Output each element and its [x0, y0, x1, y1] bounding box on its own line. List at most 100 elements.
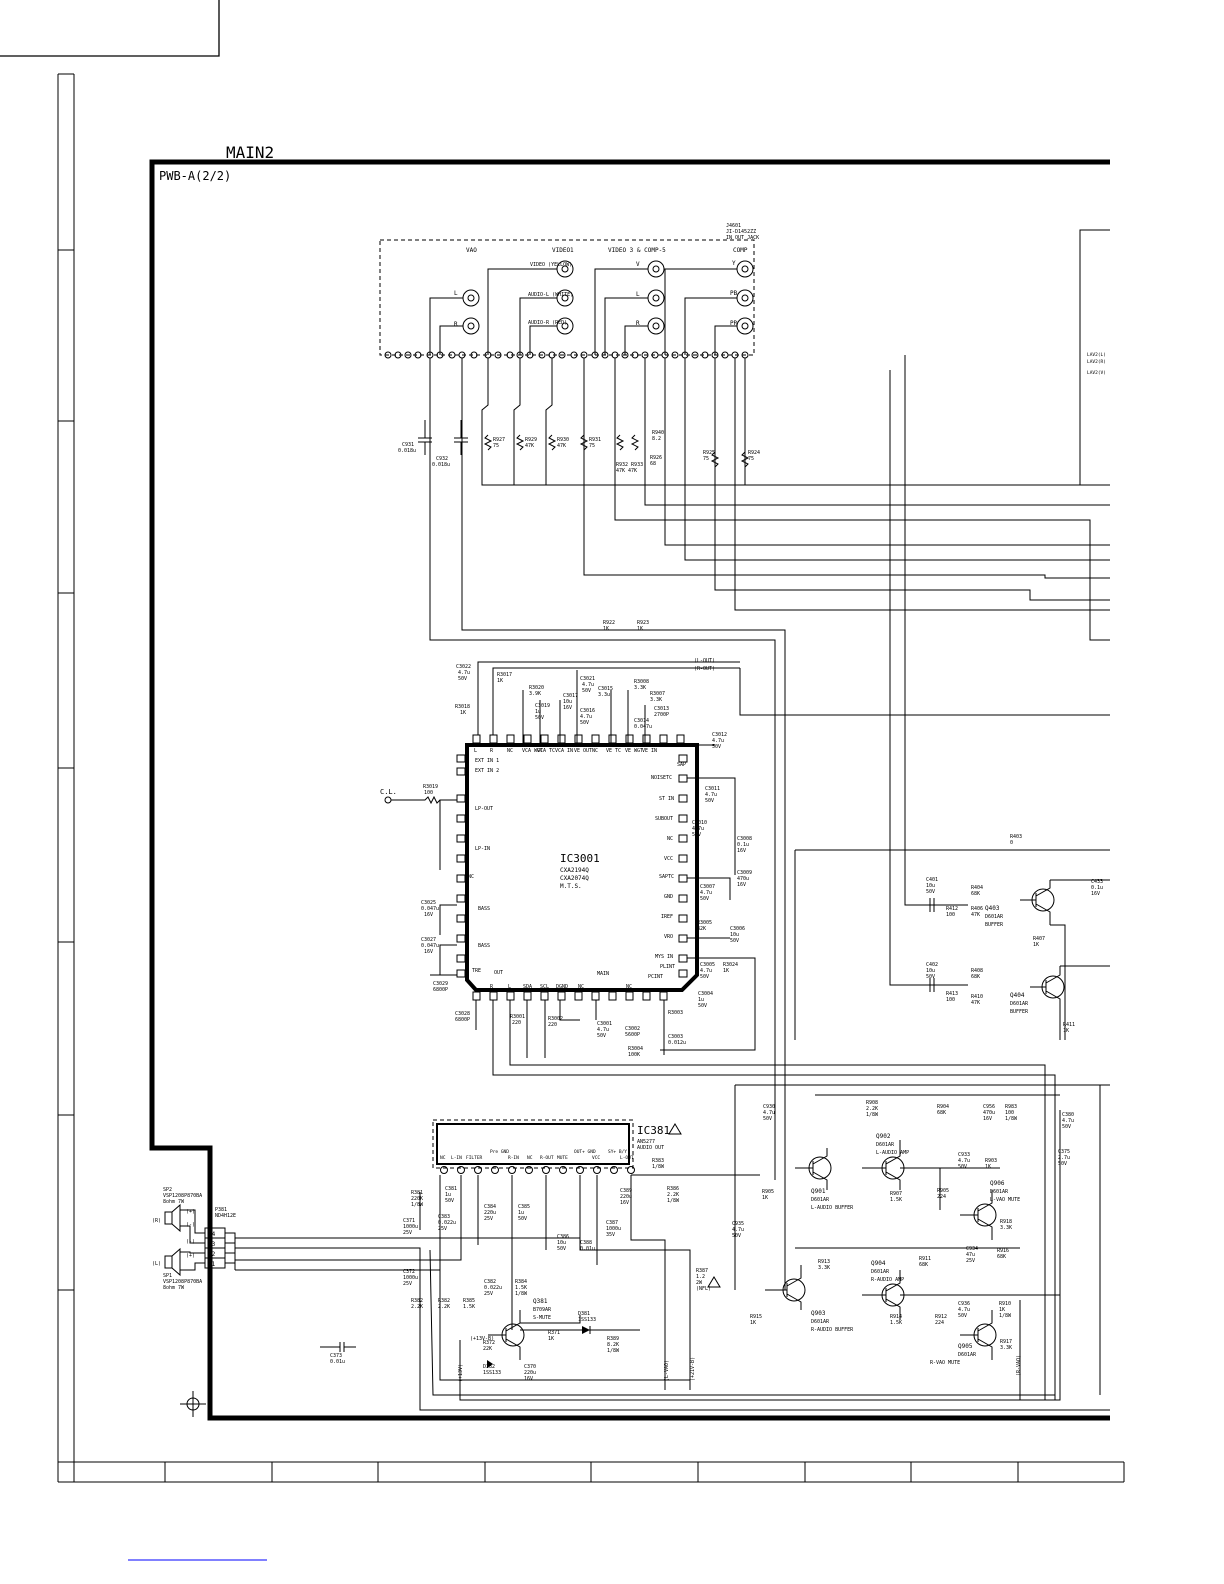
- svg-text:LP-IN: LP-IN: [475, 846, 490, 852]
- svg-text:C3028: C3028: [455, 1011, 470, 1017]
- svg-text:R910: R910: [999, 1301, 1011, 1307]
- svg-text:C3029: C3029: [433, 981, 448, 987]
- svg-text:1/8W: 1/8W: [607, 1348, 620, 1354]
- svg-text:6800P: 6800P: [433, 987, 448, 993]
- sp2-side: (R): [152, 1218, 161, 1224]
- svg-text:R983: R983: [1005, 1104, 1017, 1110]
- svg-text:C956: C956: [983, 1104, 995, 1110]
- svg-text:68K: 68K: [919, 1262, 928, 1268]
- svg-text:D382: D382: [483, 1364, 495, 1370]
- svg-text:C3003: C3003: [668, 1034, 683, 1040]
- svg-text:R905: R905: [762, 1189, 774, 1195]
- svg-text:47u: 47u: [966, 1252, 975, 1258]
- svg-text:R929: R929: [525, 437, 537, 443]
- svg-text:C933: C933: [958, 1152, 970, 1158]
- svg-text:1K: 1K: [460, 710, 466, 716]
- svg-text:C3021: C3021: [580, 676, 595, 682]
- svg-text:C384: C384: [484, 1204, 496, 1210]
- svg-text:50V: 50V: [582, 688, 591, 694]
- svg-text:50V: 50V: [700, 974, 709, 980]
- svg-text:R: R: [490, 984, 494, 990]
- svg-text:50V: 50V: [557, 1246, 566, 1252]
- rca-jack-v3: [647, 260, 665, 278]
- svg-text:VE WGT: VE WGT: [625, 748, 643, 754]
- svg-text:C3011: C3011: [705, 786, 720, 792]
- svg-text:C401: C401: [926, 877, 938, 883]
- svg-text:1K: 1K: [1033, 942, 1039, 948]
- cl-label: C.L.: [380, 788, 397, 796]
- svg-text:C3027: C3027: [421, 937, 436, 943]
- svg-text:224: 224: [935, 1320, 944, 1326]
- svg-text:L-VAO MUTE: L-VAO MUTE: [990, 1197, 1020, 1203]
- svg-text:C3005: C3005: [700, 962, 715, 968]
- svg-text:R3004: R3004: [628, 1046, 643, 1052]
- svg-text:2.2K: 2.2K: [411, 1304, 423, 1310]
- svg-text:C3004: C3004: [698, 991, 713, 997]
- svg-text:R931: R931: [589, 437, 601, 443]
- svg-text:R903: R903: [985, 1158, 997, 1164]
- svg-text:BUFFER: BUFFER: [985, 922, 1004, 928]
- svg-text:Pre GND: Pre GND: [490, 1149, 509, 1155]
- svg-text:1/8W: 1/8W: [515, 1291, 528, 1297]
- svg-text:NC: NC: [578, 984, 584, 990]
- rca-jack-y: [736, 260, 754, 278]
- r922-label: R922: [603, 620, 615, 626]
- svg-text:16V: 16V: [524, 1376, 533, 1382]
- svg-text:R907: R907: [890, 1191, 902, 1197]
- jack-desc: IN OUT JACK: [726, 235, 759, 241]
- svg-text:C372: C372: [403, 1269, 415, 1275]
- svg-text:SCL: SCL: [540, 984, 549, 990]
- svg-text:47K: 47K: [971, 912, 980, 918]
- board-outline: [149, 159, 1110, 1421]
- svg-text:1K: 1K: [762, 1195, 768, 1201]
- svg-text:R413: R413: [946, 991, 958, 997]
- svg-text:1000u: 1000u: [403, 1275, 418, 1281]
- svg-text:0.01u: 0.01u: [580, 1246, 595, 1252]
- svg-text:R-IN: R-IN: [508, 1155, 519, 1161]
- svg-text:68K: 68K: [997, 1254, 1006, 1260]
- svg-text:0.047u: 0.047u: [421, 906, 439, 912]
- svg-text:SDA: SDA: [523, 984, 532, 990]
- svg-text:R404: R404: [971, 885, 983, 891]
- svg-text:4.7u: 4.7u: [582, 682, 594, 688]
- svg-text:100: 100: [424, 790, 433, 796]
- svg-text:C934: C934: [966, 1246, 978, 1252]
- svg-text:VE IN: VE IN: [642, 748, 657, 754]
- svg-text:C371: C371: [403, 1218, 415, 1224]
- svg-text:10u: 10u: [730, 932, 739, 938]
- svg-text:50V: 50V: [763, 1116, 772, 1122]
- svg-text:50V: 50V: [712, 744, 721, 750]
- svg-text:L: L: [474, 748, 477, 754]
- label-v3: V: [636, 261, 640, 268]
- svg-text:R918: R918: [1000, 1219, 1012, 1225]
- svg-text:LP-OUT: LP-OUT: [475, 806, 493, 812]
- svg-text:BASS: BASS: [478, 906, 490, 912]
- sp2-spec: 8ohm 7W: [163, 1199, 185, 1205]
- svg-text:1K: 1K: [723, 968, 729, 974]
- svg-text:EXT IN 2: EXT IN 2: [475, 768, 499, 774]
- p381-part: ND4H12E: [215, 1213, 236, 1219]
- svg-text:R930: R930: [557, 437, 569, 443]
- svg-text:C935: C935: [732, 1221, 744, 1227]
- svg-text:R905: R905: [937, 1188, 949, 1194]
- net-13v: (+13V): [458, 1364, 464, 1382]
- label-pb: PB: [730, 290, 738, 297]
- svg-text:C3019: C3019: [535, 703, 550, 709]
- svg-text:1K: 1K: [548, 1336, 554, 1342]
- group-vao: VAO: [466, 247, 477, 254]
- svg-text:R916: R916: [997, 1248, 1009, 1254]
- svg-text:R3017: R3017: [497, 672, 512, 678]
- svg-text:L-OUT: L-OUT: [620, 1155, 634, 1161]
- svg-text:C3010: C3010: [692, 820, 707, 826]
- jack-signal-runs: [429, 229, 1110, 1290]
- svg-text:R3001: R3001: [510, 1014, 525, 1020]
- ic381-part: AN5277: [637, 1139, 655, 1145]
- svg-text:D601AR: D601AR: [871, 1269, 890, 1275]
- edge-label-1: LAV2(L): [1087, 352, 1106, 358]
- svg-text:(+): (+): [186, 1209, 195, 1215]
- svg-text:BASS: BASS: [478, 943, 490, 949]
- rca-jack-vao-l: [462, 289, 480, 307]
